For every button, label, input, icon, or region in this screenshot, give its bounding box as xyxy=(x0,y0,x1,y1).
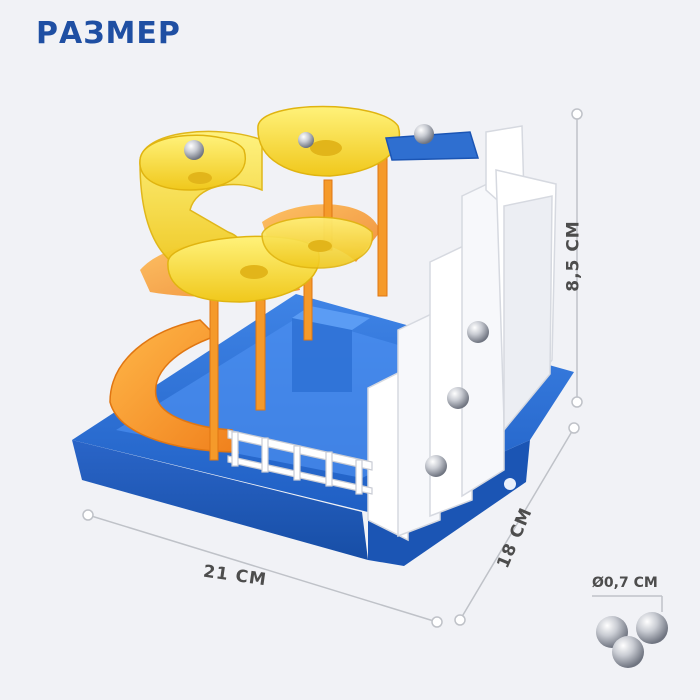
depth-dimension-line xyxy=(459,427,575,621)
base-side-button xyxy=(504,478,516,490)
fence-post-4 xyxy=(325,451,333,487)
track-balls xyxy=(184,132,314,160)
center-tower xyxy=(292,318,352,392)
yellow-top-funnel-hole xyxy=(310,140,342,156)
yellow-left-funnel xyxy=(139,134,247,191)
base-left-side xyxy=(72,440,368,560)
support-poles xyxy=(209,155,388,461)
fence-post-5 xyxy=(355,459,363,495)
pole-2 xyxy=(255,299,266,411)
height-dimension-label: 8,5 СМ xyxy=(563,220,584,292)
width-line-end-dot xyxy=(431,616,443,628)
loose-ball-3 xyxy=(612,636,644,668)
yellow-left-funnel-hole xyxy=(188,172,212,184)
fence-post-2 xyxy=(261,437,269,473)
white-fence xyxy=(227,429,373,495)
track-ball-2 xyxy=(298,132,314,148)
depth-line-start-dot xyxy=(454,614,466,626)
dimension-lines xyxy=(82,108,663,628)
height-line-start-dot xyxy=(571,108,583,120)
pole-1 xyxy=(209,299,219,461)
fence-post-1 xyxy=(231,431,239,467)
fence-post-3 xyxy=(293,445,301,481)
height-line-end-dot xyxy=(571,396,583,408)
ball-diameter-label: Ø0,7 СМ xyxy=(592,575,658,591)
orange-slide-curve xyxy=(109,319,239,453)
yellow-right-funnel-hole xyxy=(308,240,332,252)
pole-4 xyxy=(377,155,388,297)
track-ball-1 xyxy=(184,140,204,160)
wall-balls xyxy=(425,321,489,477)
page-title: РАЗМЕР xyxy=(36,16,181,51)
wall-ball-3 xyxy=(425,455,447,477)
loose-balls xyxy=(596,612,668,668)
wall-ball-1 xyxy=(467,321,489,343)
wall-side-face xyxy=(503,195,553,433)
yellow-track xyxy=(139,105,401,303)
ball-on-ramp xyxy=(414,124,434,144)
yellow-lower-funnel-hole xyxy=(240,265,268,279)
wall-ball-2 xyxy=(447,387,469,409)
width-dimension-line xyxy=(87,514,438,623)
loose-ball-2 xyxy=(636,612,668,644)
depth-line-end-dot xyxy=(568,422,580,434)
width-line-start-dot xyxy=(82,509,94,521)
launch-ramp-body xyxy=(385,131,480,161)
launch-ramp xyxy=(385,124,480,161)
